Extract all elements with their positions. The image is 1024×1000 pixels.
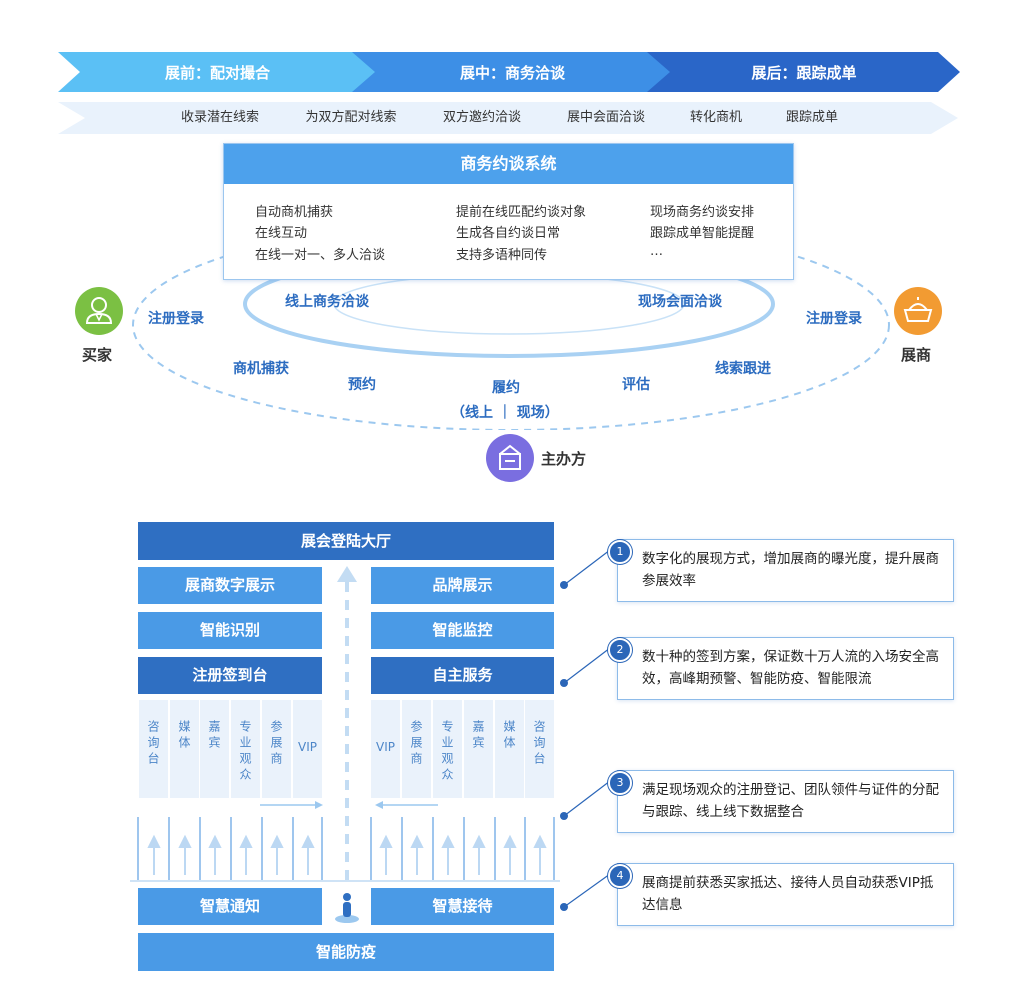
right-col-pro-visitor: 专业观众 <box>433 700 462 798</box>
right-col-consult: 咨询台 <box>525 700 554 798</box>
callout-4-number: 4 <box>608 864 632 888</box>
feature-item: … <box>650 244 663 259</box>
right-col-exhibitor: 参展商 <box>402 700 431 798</box>
callout-3: 满足现场观众的注册登记、团队领件与证件的分配与跟踪、线上线下数据整合 <box>617 770 954 833</box>
callout-3-number: 3 <box>608 771 632 795</box>
person-icon <box>335 893 359 923</box>
fulfill-sub-label: （线上 ｜ 现场） <box>451 405 559 421</box>
left-col-consult: 咨询台 <box>139 700 168 798</box>
self-service-block: 自主服务 <box>371 657 554 694</box>
stage-item: 跟踪成单 <box>785 110 839 125</box>
feature-item: 在线一对一、多人洽谈 <box>255 248 386 263</box>
phase-pre-label: 展前：配对撮合 <box>164 63 270 82</box>
buyer-label: 买家 <box>82 346 113 364</box>
phase-pre-shape <box>58 52 378 92</box>
callout-2-text: 数十种的签到方案，保证数十万人流的入场安全高效，高峰期预警、智能防疫、智能限流 <box>642 649 939 687</box>
callout-2-number: 2 <box>608 638 632 662</box>
smart-notify-block: 智慧通知 <box>138 888 322 925</box>
exhibitor-icon <box>894 287 942 335</box>
left-col-exhibitor: 参展商 <box>262 700 291 798</box>
smart-epidemic-block: 智能防疫 <box>138 933 554 971</box>
left-col-guest: 嘉宾 <box>200 700 229 798</box>
booking-label: 预约 <box>348 377 376 393</box>
organizer-icon <box>486 434 534 482</box>
callout-1: 数字化的展现方式，增加展商的曝光度，提升展商参展效率 <box>617 539 954 602</box>
brand-showcase-block: 品牌展示 <box>371 567 554 604</box>
fulfill-label: 履约 <box>492 380 520 396</box>
buyer-register-label: 注册登录 <box>148 311 204 327</box>
right-col-vip: VIP <box>371 700 400 798</box>
opportunity-capture-label: 商机捕获 <box>233 361 289 377</box>
stage-strip <box>58 102 958 134</box>
callout-1-text: 数字化的展现方式，增加展商的曝光度，提升展商参展效率 <box>642 551 939 589</box>
phase-post-shape <box>647 52 960 92</box>
callout-4-text: 展商提前获悉买家抵达、接待人员自动获悉VIP抵达信息 <box>642 875 934 913</box>
phase-mid-shape <box>352 52 673 92</box>
stage-item: 展中会面洽谈 <box>566 110 646 125</box>
feature-item: 自动商机捕获 <box>255 205 334 220</box>
stage-item: 转化商机 <box>689 110 743 125</box>
left-col-vip: VIP <box>293 700 322 798</box>
phase-mid-label: 展中：商务洽谈 <box>459 63 565 82</box>
callout-4: 展商提前获悉买家抵达、接待人员自动获悉VIP抵达信息 <box>617 863 954 926</box>
flow-lanes <box>130 801 560 882</box>
business-talk-system-panel: 商务约谈系统 自动商机捕获 在线互动 在线一对一、多人洽谈 提前在线匹配约谈对象… <box>223 143 794 280</box>
callout-3-text: 满足现场观众的注册登记、团队领件与证件的分配与跟踪、线上线下数据整合 <box>642 782 939 820</box>
smart-monitor-block: 智能监控 <box>371 612 554 649</box>
phase-post-label: 展后：跟踪成单 <box>751 63 857 82</box>
stage-item: 为双方配对线索 <box>305 110 397 125</box>
feature-item: 支持多语种同传 <box>456 248 548 263</box>
stage-item: 双方邀约洽谈 <box>442 110 522 125</box>
exhibitor-showcase-block: 展商数字展示 <box>138 567 322 604</box>
left-col-pro-visitor: 专业观众 <box>231 700 260 798</box>
left-col-media: 媒体 <box>170 700 199 798</box>
online-talk-label: 线上商务洽谈 <box>285 294 369 310</box>
system-title: 商务约谈系统 <box>224 144 793 184</box>
feature-item: 提前在线匹配约谈对象 <box>456 205 587 220</box>
right-col-media: 媒体 <box>495 700 524 798</box>
feature-item: 在线互动 <box>255 226 308 241</box>
exhibitor-label: 展商 <box>901 346 932 364</box>
callout-2: 数十种的签到方案，保证数十万人流的入场安全高效，高峰期预警、智能防疫、智能限流 <box>617 637 954 700</box>
smart-recognition-block: 智能识别 <box>138 612 322 649</box>
inner-core-ring <box>333 273 685 335</box>
lobby-block: 展会登陆大厅 <box>138 522 554 560</box>
evaluate-label: 评估 <box>622 377 650 393</box>
feature-item: 生成各自约谈日常 <box>456 226 561 241</box>
feature-item: 现场商务约谈安排 <box>650 205 755 220</box>
exhibitor-register-label: 注册登录 <box>806 311 862 327</box>
smart-reception-block: 智慧接待 <box>371 888 554 925</box>
callout-1-number: 1 <box>608 540 632 564</box>
right-col-guest: 嘉宾 <box>464 700 493 798</box>
outer-dashed-ring <box>132 230 890 430</box>
onsite-talk-label: 现场会面洽谈 <box>638 294 722 310</box>
callout-connectors <box>560 549 611 911</box>
center-up-arrow <box>337 566 357 880</box>
registration-desk-block: 注册签到台 <box>138 657 322 694</box>
stage-item: 收录潜在线索 <box>180 110 260 125</box>
feature-item: 跟踪成单智能提醒 <box>650 226 755 241</box>
buyer-icon <box>75 287 123 335</box>
lead-follow-label: 线索跟进 <box>715 361 771 377</box>
phase-chevrons <box>58 52 960 92</box>
organizer-label: 主办方 <box>541 450 587 468</box>
